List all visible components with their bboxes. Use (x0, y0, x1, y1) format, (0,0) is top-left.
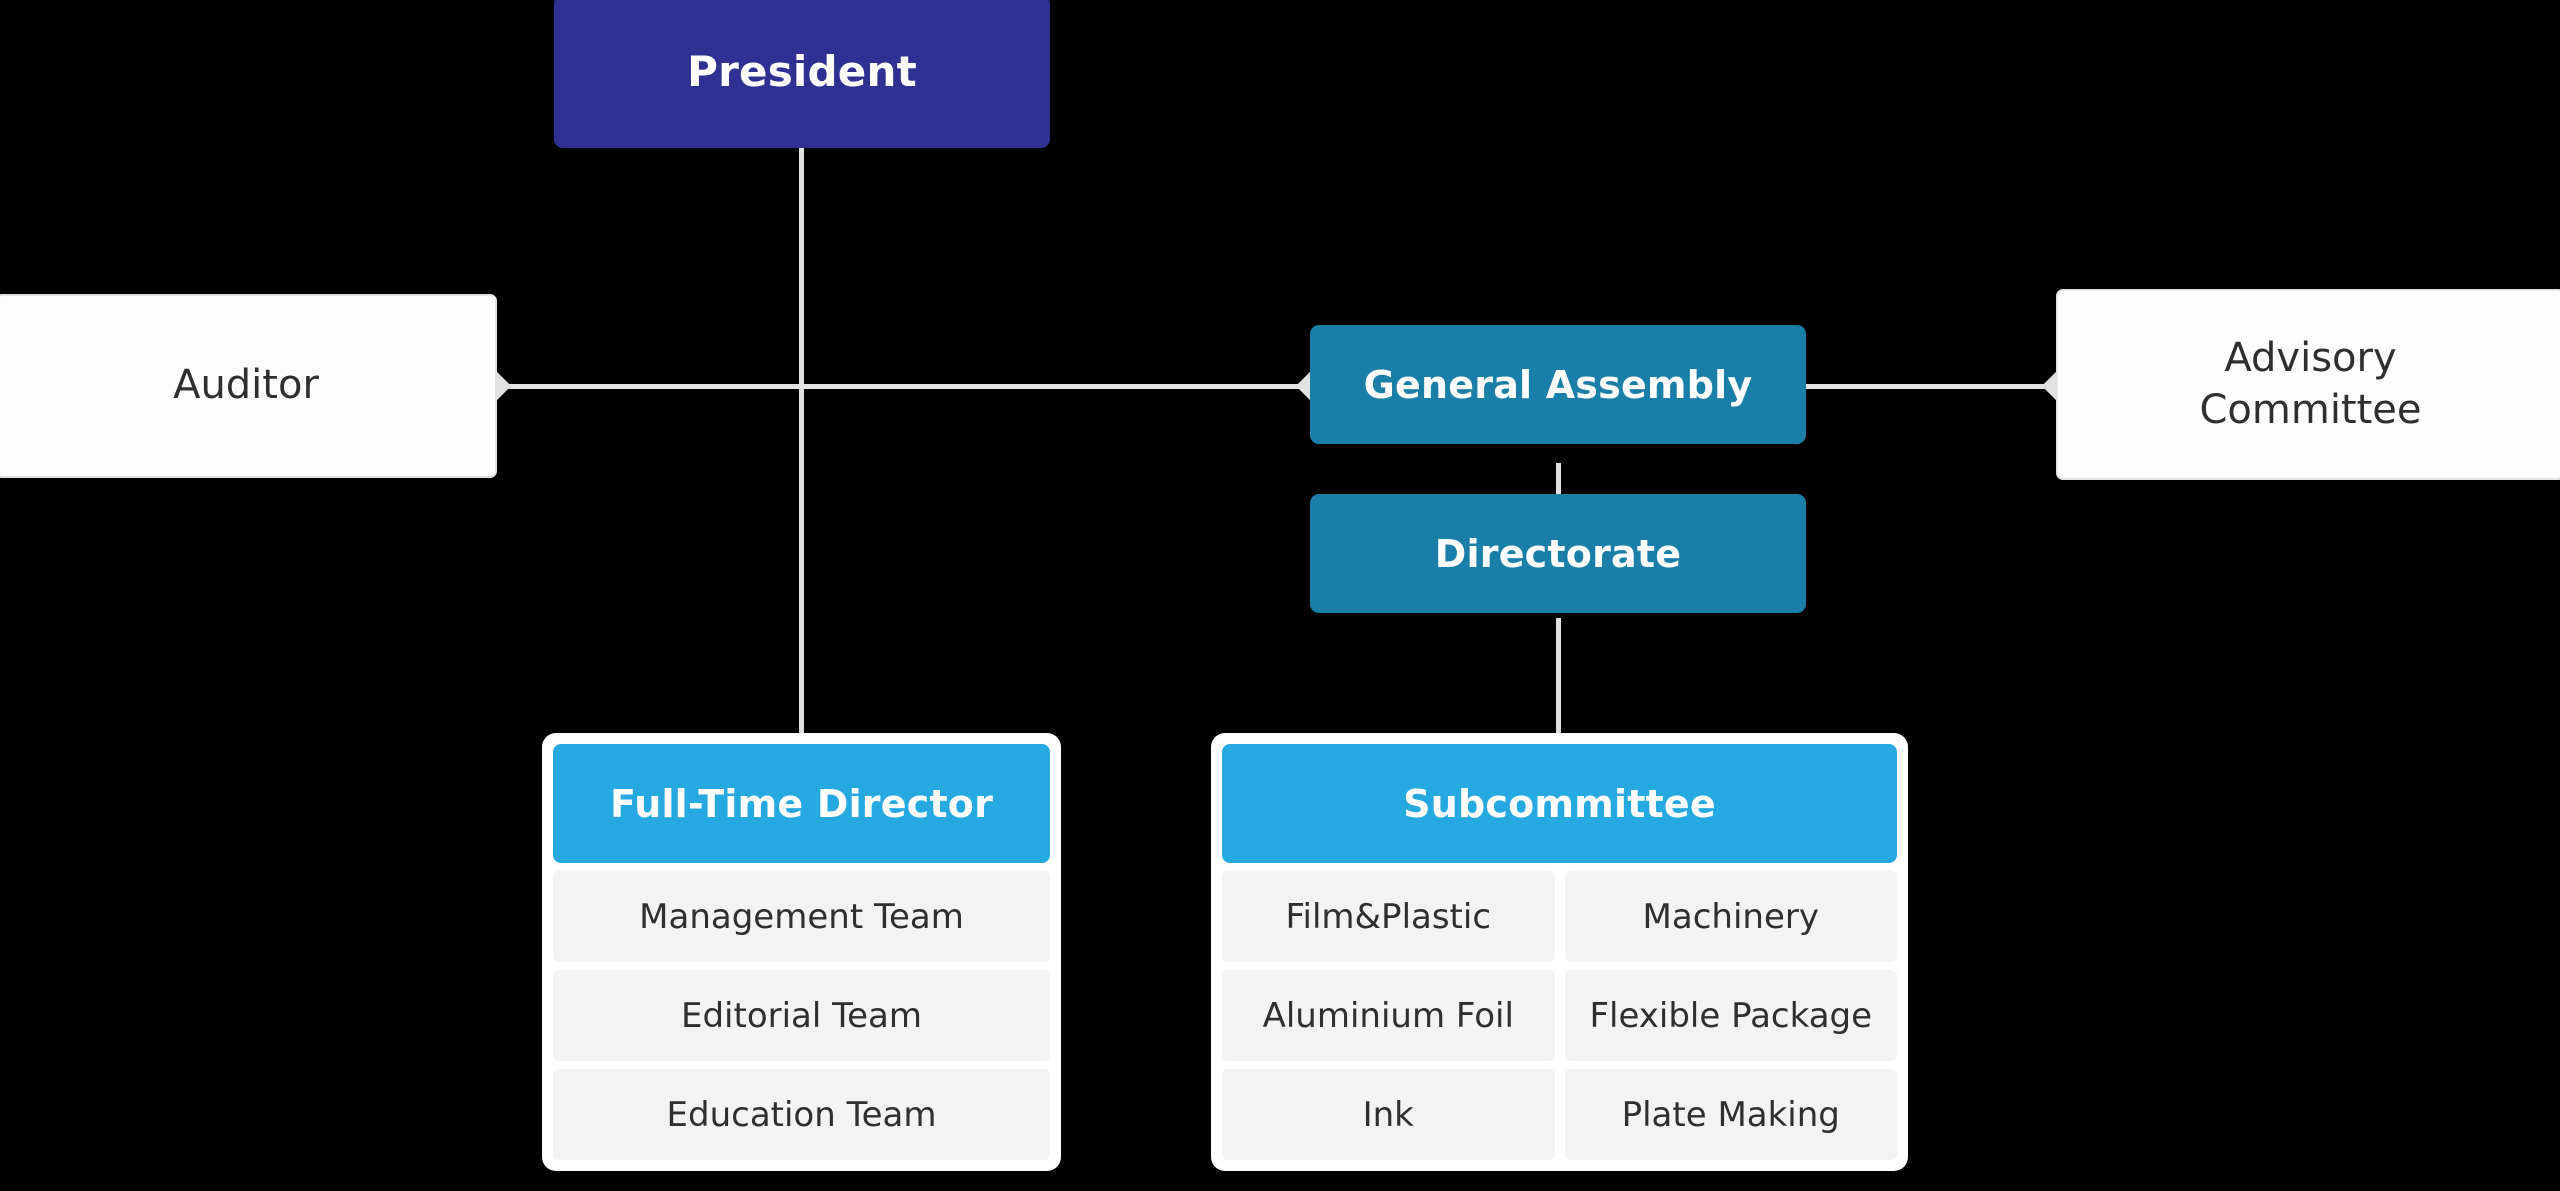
node-general-assembly-label: General Assembly (1363, 362, 1753, 407)
node-general-assembly[interactable]: General Assembly (1310, 325, 1806, 444)
list-item-label: Management Team (639, 896, 964, 937)
connector-assembly-to-advisory (1806, 384, 2056, 389)
list-item[interactable]: Management Team (553, 871, 1050, 962)
list-item[interactable]: Ink (1222, 1069, 1555, 1160)
node-directorate-label: Directorate (1434, 531, 1682, 576)
list-item[interactable]: Flexible Package (1564, 970, 1897, 1061)
list-item-label: Flexible Package (1589, 995, 1873, 1036)
list-item-label: Aluminium Foil (1262, 995, 1514, 1036)
card-full-time-director-items: Management Team Editorial Team Education… (553, 871, 1050, 1160)
card-full-time-director-header-label: Full-Time Director (609, 781, 994, 826)
list-item[interactable]: Plate Making (1564, 1069, 1897, 1160)
list-item-label: Film&Plastic (1285, 896, 1492, 937)
node-advisory-committee[interactable]: Advisory Committee (2056, 289, 2560, 480)
connector-assembly-to-directorate (1556, 463, 1561, 503)
connector-horizontal-bus (497, 384, 1317, 389)
node-auditor-label: Auditor (173, 362, 319, 409)
card-row: Editorial Team (553, 970, 1050, 1061)
list-item[interactable]: Editorial Team (553, 970, 1050, 1061)
list-item-label: Editorial Team (680, 995, 923, 1036)
list-item-label: Plate Making (1621, 1094, 1840, 1135)
node-president-label: President (687, 47, 917, 96)
card-subcommittee-header-label: Subcommittee (1403, 781, 1716, 826)
card-full-time-director: Full-Time Director Management Team Edito… (542, 733, 1061, 1171)
card-row: Aluminium Foil Flexible Package (1222, 970, 1897, 1061)
node-advisory-committee-label-line1: Advisory (2224, 335, 2397, 382)
connector-directorate-to-subcommittee (1556, 618, 1561, 746)
card-row: Ink Plate Making (1222, 1069, 1897, 1160)
node-auditor[interactable]: Auditor (0, 294, 497, 478)
node-advisory-committee-label-line2: Committee (2199, 386, 2422, 433)
connector-president-to-junction (799, 148, 804, 388)
card-subcommittee-header[interactable]: Subcommittee (1222, 744, 1897, 863)
connector-junction-to-full-time-director (799, 384, 804, 746)
card-row: Management Team (553, 871, 1050, 962)
card-row: Education Team (553, 1069, 1050, 1160)
card-subcommittee-items: Film&Plastic Machinery Aluminium Foil Fl… (1222, 871, 1897, 1160)
list-item[interactable]: Machinery (1564, 871, 1897, 962)
node-directorate[interactable]: Directorate (1310, 494, 1806, 613)
list-item[interactable]: Aluminium Foil (1222, 970, 1555, 1061)
list-item[interactable]: Education Team (553, 1069, 1050, 1160)
card-row: Film&Plastic Machinery (1222, 871, 1897, 962)
list-item-label: Education Team (666, 1094, 937, 1135)
list-item-label: Ink (1362, 1094, 1414, 1135)
list-item[interactable]: Film&Plastic (1222, 871, 1555, 962)
list-item-label: Machinery (1642, 896, 1819, 937)
card-full-time-director-header[interactable]: Full-Time Director (553, 744, 1050, 863)
node-president[interactable]: President (554, 0, 1050, 148)
card-subcommittee: Subcommittee Film&Plastic Machinery Alum… (1211, 733, 1908, 1171)
